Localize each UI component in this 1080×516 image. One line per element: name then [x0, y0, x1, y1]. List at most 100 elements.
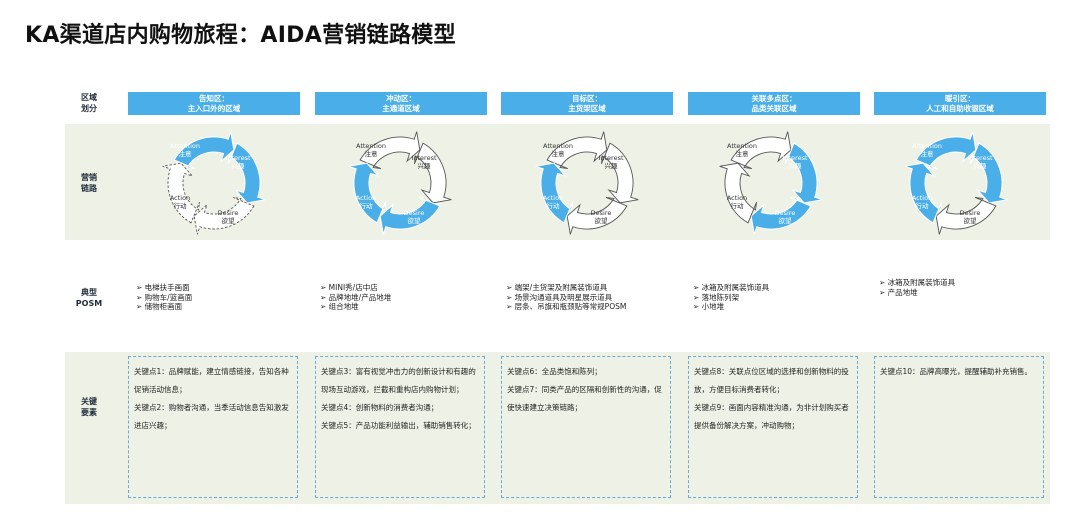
stage-label-desire: 欲望 [779, 216, 793, 225]
posm-item: ➢ 冰箱及附属装饰道具 [879, 278, 956, 287]
stage-label-desire: Desire [404, 209, 425, 217]
stage-label-interest: 兴趣 [974, 161, 988, 170]
posm-item: ➢ 落地陈列架 [693, 292, 740, 302]
stage-label-desire: Desire [591, 209, 612, 217]
key-point: 关键点9：画面内容精准沟通，为非计划购买者提供备份解决方案，冲动购物； [694, 403, 849, 430]
arrow-interest [600, 142, 639, 204]
key-band [65, 352, 1050, 504]
key-point: 关键点8：关联点位区域的选择和创新物料的投放，方便目标消费者转化； [694, 367, 849, 394]
key-point: 关键点1：品牌赋能，建立情感链接，告知各种促销活动信息； [134, 367, 289, 394]
posm-list-2: ➢ MINI秀/店中店 ➢ 品牌地堆/产品地堆 ➢ 组合地堆 [320, 283, 391, 312]
stage-label-action: Action [543, 194, 563, 202]
stage-label-attention: Attention [170, 142, 200, 150]
posm-item: ➢ MINI秀/店中店 [320, 283, 378, 292]
posm-item: ➢ 层条、吊旗和瓶颈贴等常规POSM [506, 302, 627, 311]
stage-label-attention: Attention [543, 142, 573, 150]
stage-label-attention: 注意 [921, 149, 935, 158]
stage-label-desire: 欲望 [595, 216, 609, 225]
stage-label-attention: 注意 [179, 149, 193, 158]
stage-label-interest: Interest [782, 154, 807, 162]
posm-list-4: ➢ 冰箱及附属装饰道具 ➢ 落地陈列架 ➢ 小地堆 [693, 283, 769, 312]
key-box-3: 关键点6：全品类饱和陈列； 关键点7：同类产品的区隔和创新性的沟通，促使快速建立… [501, 356, 671, 498]
stage-label-interest: Interest [598, 154, 623, 162]
arrow-interest [227, 142, 266, 204]
stage-label-interest: Interest [411, 154, 436, 162]
arrow-action [535, 162, 574, 224]
stage-label-attention: Attention [912, 142, 942, 150]
zone-header-1: 告知区： 主入口外的区域 [128, 92, 300, 115]
stage-label-action: 行动 [547, 201, 561, 210]
stage-label-desire: Desire [218, 209, 239, 217]
stage-label-action: Action [356, 194, 376, 202]
key-box-2: 关键点3：富有视觉冲击力的创新设计和有趣的现场互动游戏，拦截和重构店内购物计划；… [315, 356, 485, 498]
row-label-posm: 典型 POSM [75, 288, 103, 308]
stage-label-action: Action [170, 194, 190, 202]
posm-list-3: ➢ 端架/主货架及附属装饰道具 ➢ 场景沟通道具及明星展示道具 ➢ 层条、吊旗和… [506, 283, 626, 312]
stage-label-desire: Desire [775, 209, 796, 217]
zone-header-2: 冲动区： 主通道区域 [315, 92, 487, 115]
zone-header-4: 关联多点区： 品类关联区域 [688, 92, 860, 115]
stage-label-attention: 注意 [736, 149, 750, 158]
key-box-1: 关键点1：品牌赋能，建立情感链接，告知各种促销活动信息； 关键点2：购物者沟通，… [128, 356, 298, 498]
key-point: 关键点2：购物者沟通，当季活动信息告知激发进店兴趣； [134, 403, 289, 430]
arrow-action [904, 162, 943, 224]
row-label-key: 关键 要素 [81, 397, 97, 417]
stage-label-action: 行动 [174, 201, 188, 210]
arrow-desire [193, 196, 255, 235]
key-point: 关键点5：产品功能利益输出，辅助销售转化； [321, 421, 476, 430]
arrow-action [719, 162, 758, 224]
key-point: 关键点10：品牌高曝光，提醒辅助补充销售。 [880, 367, 1033, 376]
posm-item: ➢ 组合地堆 [320, 302, 359, 311]
key-point: 关键点4：创新物料的消费者沟通； [321, 403, 439, 412]
stage-label-desire: 欲望 [408, 216, 422, 225]
page-title: KA渠道店内购物旅程：AIDA营销链路模型 [25, 23, 456, 48]
key-box-4: 关键点8：关联点位区域的选择和创新物料的投放，方便目标消费者转化； 关键点9：画… [688, 356, 858, 498]
stage-label-attention: 注意 [365, 149, 379, 158]
posm-item: ➢ 电梯扶手画面 [136, 283, 190, 292]
zone-header-5: 暖引区： 人工和自助收银区域 [874, 92, 1046, 115]
posm-list-5: ➢ 冰箱及附属装饰道具 ➢ 产品地堆 [879, 278, 955, 297]
key-point: 关键点7：同类产品的区隔和创新性的沟通，促使快速建立决策链路； [507, 385, 662, 412]
posm-item: ➢ 端架/主货架及附属装饰道具 [506, 283, 608, 292]
stage-label-desire: 欲望 [964, 216, 978, 225]
arrow-interest [784, 142, 823, 204]
arrow-interest [969, 142, 1008, 204]
stage-label-action: Action [912, 194, 932, 202]
arrow-interest [413, 142, 452, 204]
stage-label-interest: 兴趣 [789, 161, 803, 170]
posm-item: ➢ 小地堆 [693, 302, 725, 311]
stage-label-desire: Desire [960, 209, 981, 217]
stage-label-interest: 兴趣 [232, 161, 246, 170]
stage-label-desire: 欲望 [222, 216, 236, 225]
key-box-5: 关键点10：品牌高曝光，提醒辅助补充销售。 [874, 356, 1044, 498]
key-point: 关键点6：全品类饱和陈列； [507, 367, 602, 376]
posm-item: ➢ 购物车/篮画面 [136, 292, 193, 302]
arrow-action [348, 162, 387, 224]
posm-item: ➢ 产品地堆 [879, 287, 918, 297]
stage-label-interest: 兴趣 [418, 161, 432, 170]
stage-label-interest: Interest [225, 154, 250, 162]
stage-label-attention: Attention [356, 142, 386, 150]
arrow-action [162, 162, 201, 224]
stage-label-action: Action [727, 194, 747, 202]
stage-label-action: 行动 [916, 201, 930, 210]
row-label-zone: 区域 划分 [81, 93, 97, 113]
stage-label-action: 行动 [360, 201, 374, 210]
stage-label-interest: Interest [967, 154, 992, 162]
posm-item: ➢ 品牌地堆/产品地堆 [320, 292, 392, 302]
stage-label-interest: 兴趣 [605, 161, 619, 170]
stage-label-attention: Attention [727, 142, 757, 150]
row-label-cycle: 营销 链路 [81, 173, 97, 193]
key-point: 关键点3：富有视觉冲击力的创新设计和有趣的现场互动游戏，拦截和重构店内购物计划； [321, 367, 476, 394]
stage-label-attention: 注意 [552, 149, 566, 158]
posm-item: ➢ 场景沟通道具及明星展示道具 [506, 292, 613, 302]
stage-label-action: 行动 [731, 201, 745, 210]
posm-list-1: ➢ 电梯扶手画面 ➢ 购物车/篮画面 ➢ 储物柜画面 [136, 283, 192, 312]
zone-header-3: 目标区： 主货架区域 [501, 92, 673, 115]
posm-item: ➢ 储物柜画面 [136, 302, 183, 311]
